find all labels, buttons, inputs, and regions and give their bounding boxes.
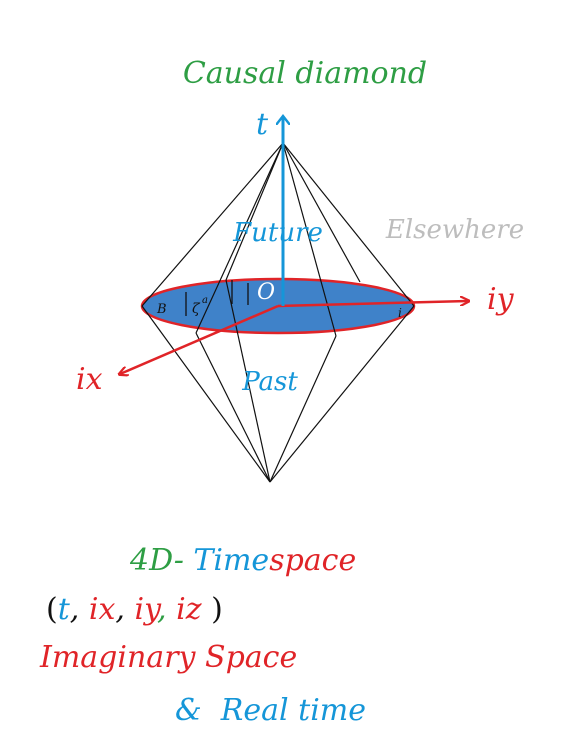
- iy-axis-label: iy: [487, 282, 515, 317]
- diagram-title: Causal diamond: [183, 56, 427, 91]
- caption-ampersand: &: [175, 693, 202, 728]
- lower-cone-edges: [141, 279, 415, 483]
- coord-comma-3: ,: [157, 592, 167, 627]
- coords-open-paren: (: [46, 592, 58, 627]
- caption-coordinates: (t, ix, iy, iz ): [46, 592, 223, 627]
- future-label: Future: [232, 218, 323, 248]
- caption-line-1: 4D- Timespace: [129, 543, 356, 578]
- coord-comma-1: ,: [70, 592, 80, 627]
- caption-time: Time: [193, 543, 269, 578]
- coord-ix: ix: [89, 592, 116, 627]
- coord-comma-2: ,: [115, 592, 125, 627]
- ix-axis: [120, 304, 279, 374]
- caption-4d: 4D-: [129, 543, 193, 578]
- disk-tick-marks: [185, 280, 249, 316]
- coord-t: t: [58, 592, 71, 627]
- disk-label-zeta-sup: a: [202, 295, 208, 306]
- origin-label: O: [257, 280, 275, 305]
- past-label: Past: [241, 367, 298, 397]
- t-axis-label: t: [256, 107, 269, 142]
- caption-real-time: & Real time: [175, 693, 366, 728]
- disk-label-b: B: [156, 302, 167, 317]
- caption-real-time-text: Real time: [220, 693, 366, 728]
- disk-label-i: i: [398, 306, 402, 320]
- coord-iz: iz: [176, 592, 202, 627]
- caption-space: space: [269, 543, 356, 578]
- ix-axis-label: ix: [76, 362, 103, 397]
- upper-cone-edges: [141, 142, 415, 337]
- iy-axis: [277, 301, 468, 308]
- elsewhere-label: Elsewhere: [385, 215, 524, 245]
- disk-label-zeta: ζ: [192, 301, 201, 317]
- coords-close-paren: ): [211, 592, 223, 627]
- caption-imaginary-space: Imaginary Space: [39, 640, 297, 675]
